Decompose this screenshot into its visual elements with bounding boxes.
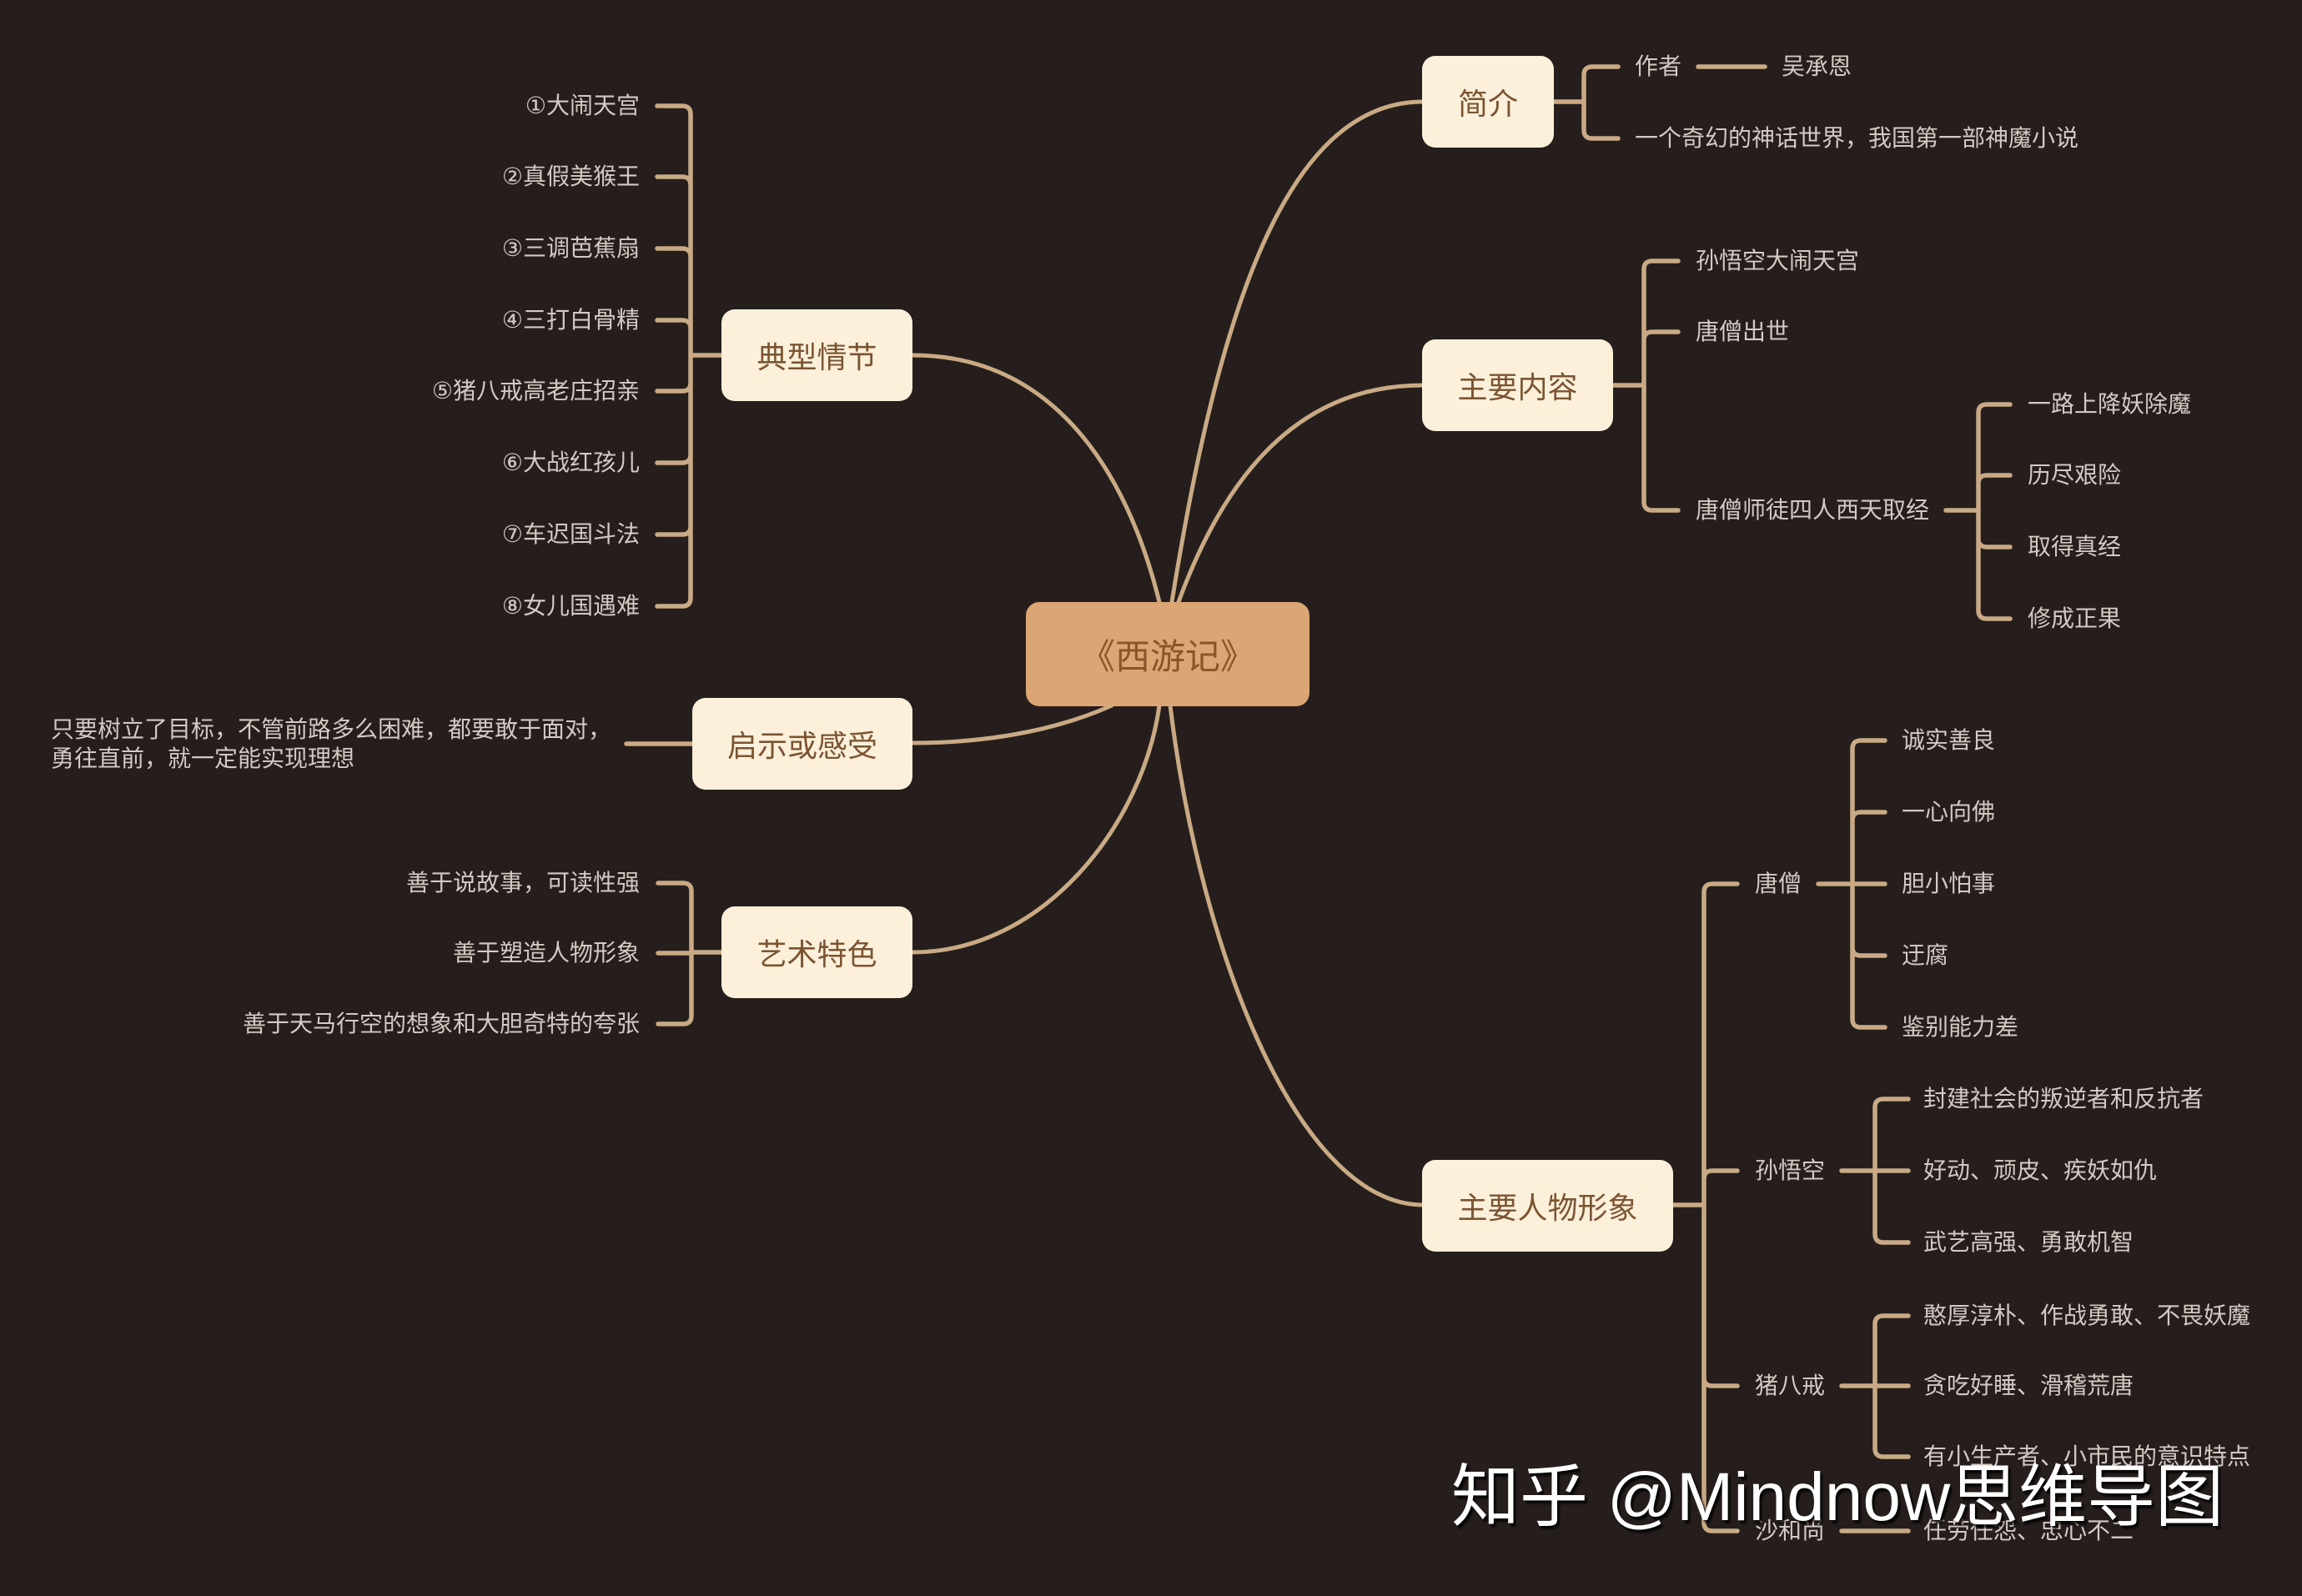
plot-item: ②真假美猴王 bbox=[501, 163, 640, 190]
character-name: 唐僧 bbox=[1755, 870, 1802, 897]
branch-line-inspiration bbox=[910, 703, 1114, 745]
art-item: 善于天马行空的想象和大胆奇特的夸张 bbox=[242, 1010, 640, 1037]
character-trait: 有小生产者、小市民的意识特点 bbox=[1923, 1443, 2251, 1470]
inspiration-line: 勇往直前，就一定能实现理想 bbox=[51, 745, 355, 772]
journey-item: 一路上降妖除魔 bbox=[2028, 390, 2192, 418]
plot-item: ①大闹天宫 bbox=[525, 92, 640, 119]
inspiration-text: 只要树立了目标，不管前路多么困难，都要敢于面对， 勇往直前，就一定能实现理想 bbox=[51, 715, 611, 773]
bracket-art bbox=[656, 881, 724, 1026]
character-trait: 迂腐 bbox=[1902, 941, 1949, 969]
watermark: 知乎 @Mindnow思维导图 bbox=[1451, 1459, 2224, 1535]
journey-item: 修成正果 bbox=[2028, 605, 2122, 632]
bracket-content bbox=[1611, 258, 1681, 513]
branch-line-content bbox=[1176, 383, 1425, 605]
topic-label: 艺术特色 bbox=[756, 938, 877, 972]
bracket-sunwukong bbox=[1839, 1097, 1911, 1245]
plot-item: ④三打白骨精 bbox=[501, 306, 640, 334]
character-name: 沙和尚 bbox=[1755, 1517, 1826, 1544]
journey-item: 历尽艰险 bbox=[2028, 461, 2122, 489]
character-trait: 诚实善良 bbox=[1902, 726, 1996, 754]
bracket-characters bbox=[1671, 881, 1740, 1533]
intro-summary: 一个奇幻的神话世界，我国第一部神魔小说 bbox=[1635, 124, 2079, 152]
topic-label: 启示或感受 bbox=[726, 730, 877, 764]
topic-content: 主要内容 bbox=[1422, 339, 1613, 431]
art-item: 善于塑造人物形象 bbox=[452, 939, 640, 966]
character-trait: 封建社会的叛逆者和反抗者 bbox=[1923, 1085, 2204, 1112]
root-topic-label: 《西游记》 bbox=[1079, 636, 1255, 677]
content-item: 唐僧师徒四人西天取经 bbox=[1696, 496, 1930, 524]
topic-inspiration: 启示或感受 bbox=[692, 698, 912, 790]
content-item: 孙悟空大闹天宫 bbox=[1696, 247, 1860, 274]
bracket-zhubajie bbox=[1839, 1313, 1911, 1459]
character-trait: 武艺高强、勇敢机智 bbox=[1923, 1228, 2134, 1256]
root-topic: 《西游记》 bbox=[1026, 602, 1309, 706]
plot-item: ⑥大战红孩儿 bbox=[501, 449, 640, 476]
character-trait: 鉴别能力差 bbox=[1902, 1013, 2019, 1041]
character-name: 孙悟空 bbox=[1755, 1157, 1826, 1184]
journey-item: 取得真经 bbox=[2028, 533, 2122, 560]
topic-characters: 主要人物形象 bbox=[1422, 1160, 1673, 1252]
character-trait: 任劳任怨、忠心不二 bbox=[1923, 1517, 2134, 1544]
branch-line-characters bbox=[1168, 703, 1425, 1207]
art-item: 善于说故事，可读性强 bbox=[405, 869, 640, 896]
intro-author-label: 作者 bbox=[1635, 53, 1682, 80]
intro-author-value: 吴承恩 bbox=[1782, 53, 1852, 80]
topic-label: 主要内容 bbox=[1457, 371, 1578, 405]
bracket-intro bbox=[1551, 64, 1621, 141]
branch-line-art bbox=[910, 703, 1162, 955]
topic-art: 艺术特色 bbox=[721, 906, 912, 998]
content-item: 唐僧出世 bbox=[1696, 318, 1790, 345]
character-trait: 憨厚淳朴、作战勇敢、不畏妖魔 bbox=[1923, 1302, 2251, 1329]
branch-line-intro bbox=[1169, 99, 1425, 605]
character-trait: 胆小怕事 bbox=[1902, 870, 1996, 897]
character-trait: 贪吃好睡、滑稽荒唐 bbox=[1923, 1372, 2134, 1399]
inspiration-line: 只要树立了目标，不管前路多么困难，都要敢于面对， bbox=[51, 715, 612, 743]
bracket-plots bbox=[655, 103, 724, 609]
bracket-journey bbox=[1943, 402, 2013, 621]
plot-item: ⑦车迟国斗法 bbox=[501, 520, 640, 548]
plot-item: ⑧女儿国遇难 bbox=[501, 592, 640, 620]
plot-item: ⑤猪八戒高老庄招亲 bbox=[431, 377, 640, 404]
character-trait: 好动、顽皮、疾妖如仇 bbox=[1923, 1157, 2158, 1184]
character-name: 猪八戒 bbox=[1755, 1372, 1826, 1399]
topic-label: 典型情节 bbox=[756, 341, 877, 375]
topic-label: 简介 bbox=[1457, 88, 1518, 122]
topic-label: 主要人物形象 bbox=[1457, 1192, 1638, 1226]
bracket-tangseng bbox=[1816, 738, 1887, 1030]
branch-line-plots bbox=[910, 353, 1162, 605]
topic-intro: 简介 bbox=[1422, 56, 1554, 148]
topic-plots: 典型情节 bbox=[721, 309, 912, 401]
plot-item: ③三调芭蕉扇 bbox=[501, 234, 640, 262]
character-trait: 一心向佛 bbox=[1902, 798, 1996, 826]
